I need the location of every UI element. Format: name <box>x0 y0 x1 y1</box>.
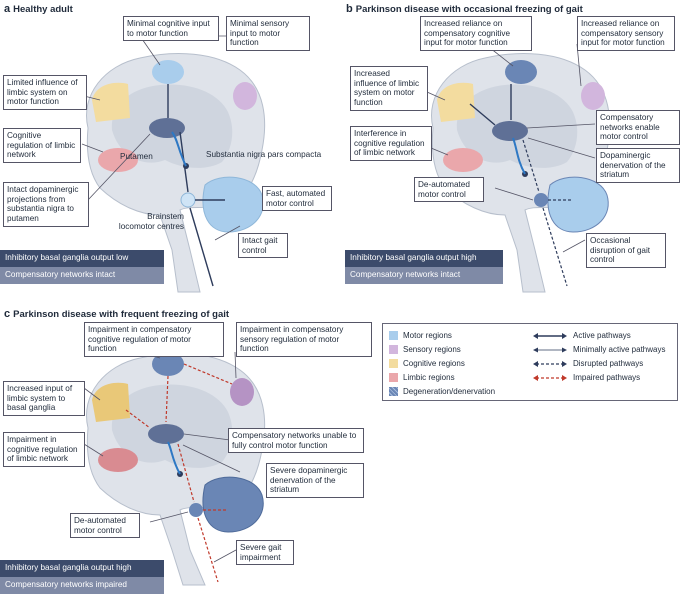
c-sensory-impair-label: Impairment in compensatory sensory regul… <box>236 322 372 358</box>
b-compensatory-label: Compensatory networks enable motor contr… <box>596 110 680 146</box>
c-status-compensatory: Compensatory networks impaired <box>0 577 164 594</box>
legend-degeneration: Degeneration/denervation <box>389 387 495 396</box>
b-deautomated-label: De-automated motor control <box>414 177 484 203</box>
a-cognitive-input-label: Minimal cognitive input to motor functio… <box>123 16 219 42</box>
c-limbic-input-label: Increased input of limbic system to basa… <box>3 381 85 417</box>
panel-title-text: Parkinson disease with occasional freezi… <box>355 4 583 15</box>
b-limbic-influence-label: Increased influence of limbic system on … <box>350 66 428 111</box>
b-status-inhibitory: Inhibitory basal ganglia output high <box>345 250 503 267</box>
c-severe-gait-label: Severe gait impairment <box>236 540 294 566</box>
a-gait-label: Intact gait control <box>238 233 288 259</box>
c-deautomated-label: De-automated motor control <box>70 513 140 539</box>
panel-title-text: Parkinson disease with frequent freezing… <box>13 309 230 320</box>
brain-diagram-b <box>426 43 611 293</box>
panel-letter: c <box>4 308 11 320</box>
brain-diagram-c <box>83 351 266 586</box>
panel-letter: b <box>346 3 353 15</box>
legend-sensory: Sensory regions <box>389 345 461 354</box>
c-compensatory-unable-label: Compensatory networks unable to fully co… <box>228 428 364 454</box>
panel-title-text: Healthy adult <box>13 4 73 15</box>
b-interference-label: Interference in cognitive regulation of … <box>350 126 432 162</box>
legend-label: Impaired pathways <box>573 373 641 382</box>
a-brainstem-label: Brainstem locomotor centres <box>118 212 184 231</box>
b-sensory-reliance-label: Increased reliance on compensatory senso… <box>577 16 675 52</box>
legend-label: Cognitive regions <box>403 359 465 368</box>
c-severe-denervation-label: Severe dopaminergic denervation of the s… <box>266 463 364 499</box>
legend-label: Minimally active pathways <box>573 345 666 354</box>
legend-motor: Motor regions <box>389 331 452 340</box>
panel-letter: a <box>4 3 11 15</box>
sensory-swatch <box>389 345 398 354</box>
c-status-inhibitory: Inhibitory basal ganglia output high <box>0 560 164 577</box>
limbic-swatch <box>389 373 398 382</box>
minimal-arrow-icon <box>533 347 567 352</box>
a-fast-motor-label: Fast, automated motor control <box>262 186 332 212</box>
b-cognitive-reliance-label: Increased reliance on compensatory cogni… <box>420 16 532 52</box>
a-substantia-label: Substantia nigra pars compacta <box>206 150 322 159</box>
legend-label: Sensory regions <box>403 345 461 354</box>
a-limbic-influence-label: Limited influence of limbic system on mo… <box>3 75 87 111</box>
a-dopaminergic-label: Intact dopaminergic projections from sub… <box>3 182 89 227</box>
legend-limbic: Limbic regions <box>389 373 455 382</box>
a-cognitive-regulation-label: Cognitive regulation of limbic network <box>3 128 81 164</box>
legend-cognitive: Cognitive regions <box>389 359 465 368</box>
legend-label: Limbic regions <box>403 373 455 382</box>
degeneration-swatch <box>389 387 398 396</box>
c-cognitive-impair-label: Impairment in compensatory cognitive reg… <box>84 322 224 358</box>
cognitive-swatch <box>389 359 398 368</box>
legend-impaired: Impaired pathways <box>533 373 640 382</box>
legend: Motor regions Sensory regions Cognitive … <box>382 323 678 401</box>
active-arrow-icon <box>533 332 567 339</box>
brain-diagram-a <box>81 35 266 293</box>
legend-minimal: Minimally active pathways <box>533 345 665 354</box>
motor-swatch <box>389 331 398 340</box>
a-status-inhibitory: Inhibitory basal ganglia output low <box>0 250 164 267</box>
legend-label: Motor regions <box>403 331 452 340</box>
b-disruption-label: Occasional disruption of gait control <box>586 233 666 269</box>
b-denervation-label: Dopaminergic denervation of the striatum <box>596 148 680 184</box>
legend-active: Active pathways <box>533 331 631 340</box>
legend-label: Active pathways <box>573 331 631 340</box>
a-sensory-input-label: Minimal sensory input to motor function <box>226 16 310 52</box>
b-status-compensatory: Compensatory networks intact <box>345 267 503 284</box>
legend-disrupted: Disrupted pathways <box>533 359 643 368</box>
legend-label: Degeneration/denervation <box>403 387 496 396</box>
a-putamen-label: Putamen <box>120 152 153 161</box>
c-cognitive-regulation-impair-label: Impairment in cognitive regulation of li… <box>3 432 85 468</box>
disrupted-arrow-icon <box>533 360 567 367</box>
a-status-compensatory: Compensatory networks intact <box>0 267 164 284</box>
impaired-arrow-icon <box>533 374 567 381</box>
legend-label: Disrupted pathways <box>573 359 644 368</box>
